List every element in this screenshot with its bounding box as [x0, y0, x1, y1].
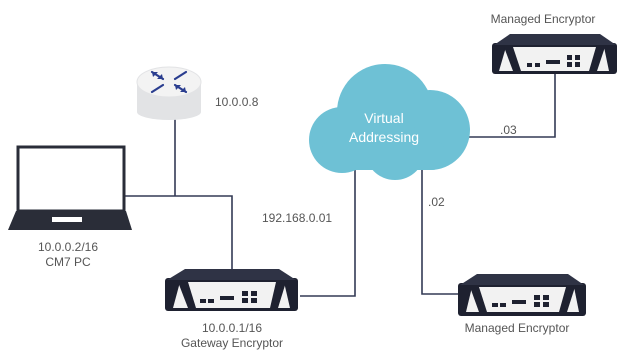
router-ip-label: 10.0.0.8: [215, 95, 259, 109]
laptop-icon: [8, 145, 132, 230]
managed-top-name-label: Managed Encryptor: [490, 12, 596, 26]
managed-encryptor-top-device-icon: [492, 34, 617, 74]
connection-lines: [125, 74, 556, 297]
managed-top-suffix-label: .03: [500, 123, 517, 137]
link-gateway-cloud: [300, 165, 356, 297]
cloud-shape: [309, 64, 470, 180]
gateway-label: 10.0.0.1/16 Gateway Encryptor: [181, 321, 283, 351]
gateway-ip-label: 10.0.0.1/16: [201, 321, 263, 335]
gateway-name-label: Gateway Encryptor: [180, 336, 284, 350]
link-cloud-managed-top: [462, 74, 556, 138]
link-cloud-managed-bottom: [421, 165, 459, 295]
gateway-encryptor-device-icon: [165, 269, 298, 311]
managed-bottom-suffix-label: .02: [428, 195, 445, 209]
router-icon: [136, 66, 202, 120]
link-laptop-gateway: [125, 195, 233, 276]
cloud-label: Virtual Addressing: [349, 109, 419, 147]
managed-encryptor-bottom-device-icon: [458, 274, 586, 316]
laptop-ip-label: 10.0.0.2/16: [37, 240, 99, 254]
cloud-label-line2: Addressing: [348, 129, 420, 145]
cloud-label-line1: Virtual: [364, 110, 404, 126]
gateway-link-ip-label: 192.168.0.01: [262, 211, 333, 225]
laptop-name-label: CM7 PC: [45, 255, 91, 269]
laptop-label: 10.0.0.2/16 CM7 PC: [38, 240, 98, 270]
managed-bottom-name-label: Managed Encryptor: [464, 321, 570, 335]
